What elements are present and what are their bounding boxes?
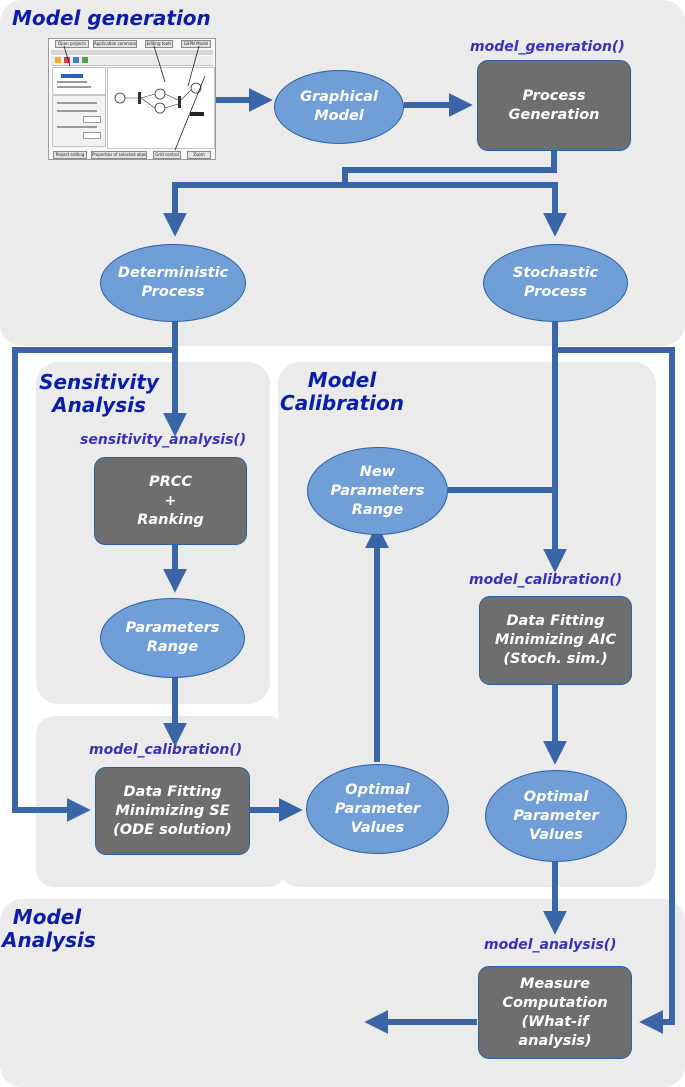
- screenshot-toolbar: [51, 56, 213, 66]
- prcc-ranking-node: PRCC + Ranking: [94, 457, 247, 545]
- screenshot-top-button: GSPN Model: [181, 40, 211, 48]
- screenshot-bottom-button: Zoom: [187, 151, 211, 159]
- parameters-range-node: Parameters Range: [100, 598, 245, 678]
- data-fitting-aic-node: Data Fitting Minimizing AIC (Stoch. sim.…: [479, 596, 632, 685]
- screenshot-bottom-button: Grid control: [153, 151, 181, 159]
- model-calibration-function-label-left: model_calibration(): [89, 742, 243, 758]
- model-generation-heading: Model generation: [12, 6, 211, 30]
- screenshot-bottom-button: Properties of selected objects: [91, 151, 147, 159]
- screenshot-properties-panel: [52, 95, 106, 147]
- screenshot-top-button: Application commands: [93, 40, 137, 48]
- measure-computation-node: Measure Computation (What-if analysis): [478, 966, 632, 1059]
- screenshot-top-button: Open projects: [55, 40, 89, 48]
- model-analysis-heading: Model Analysis: [2, 905, 96, 952]
- screenshot-bottom-button: Project editing: [53, 151, 87, 159]
- deterministic-process-node: Deterministic Process: [100, 244, 246, 322]
- model-generation-function-label: model_generation(): [470, 39, 625, 55]
- arrow-to-stochastic: [345, 182, 567, 237]
- model-calibration-heading: Model Calibration: [280, 368, 404, 415]
- connector-stochastic-right-loop: [555, 347, 675, 1034]
- connector-process-split: [172, 150, 557, 224]
- gui-screenshot: Open projects Application commands Editi…: [48, 38, 216, 160]
- data-fitting-se-node: Data Fitting Minimizing SE (ODE solution…: [95, 767, 250, 855]
- stochastic-process-node: Stochastic Process: [483, 244, 628, 322]
- optimal-parameter-values-right-node: Optimal Parameter Values: [485, 770, 627, 862]
- model-analysis-function-label: model_analysis(): [484, 937, 617, 953]
- sensitivity-analysis-function-label: sensitivity_analysis(): [80, 432, 247, 448]
- screenshot-project-tree: [52, 67, 106, 95]
- model-calibration-function-label-right: model_calibration(): [469, 572, 623, 588]
- screenshot-petri-canvas: [107, 67, 215, 149]
- process-generation-node: Process Generation: [477, 60, 631, 151]
- new-parameters-range-node: New Parameters Range: [307, 447, 448, 535]
- optimal-parameter-values-left-node: Optimal Parameter Values: [306, 764, 449, 854]
- graphical-model-node: Graphical Model: [274, 70, 404, 144]
- screenshot-titlebar: [51, 50, 213, 55]
- connector-deterministic-left-loop: [12, 347, 175, 822]
- sensitivity-analysis-heading: Sensitivity Analysis: [39, 370, 159, 417]
- screenshot-top-button: Editing tools: [145, 40, 173, 48]
